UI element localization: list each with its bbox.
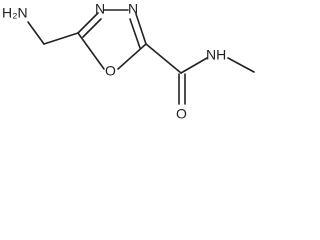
bond-c2-carbonyl [145,43,182,74]
bond-n3-c2-double [129,18,141,49]
bond-c5-n4-double [82,18,102,38]
bond-c2-o1 [117,43,147,70]
bond-ch2-c5 [43,32,79,45]
bond-c5-n4 [77,12,99,34]
bond-o1-c5 [77,32,105,70]
bond-nh-ch3 [227,57,255,73]
atom-n-right-label: N [128,1,138,17]
molecule-structure: H₂N N N O O NH [2,1,255,122]
atom-o-ring-label: O [105,63,116,79]
atom-labels: H₂N N N O O NH [2,1,226,122]
bond-carbonyl-nh [180,57,208,74]
bonds [27,9,255,105]
bond-nh2-ch2 [27,21,45,45]
bond-n3-c2 [135,13,147,45]
atom-nh2-label: H₂N [2,5,28,21]
atom-nh-amide-label: NH [206,47,226,63]
atom-o-carbonyl-label: O [176,106,187,122]
atom-n-left-label: N [95,1,105,17]
